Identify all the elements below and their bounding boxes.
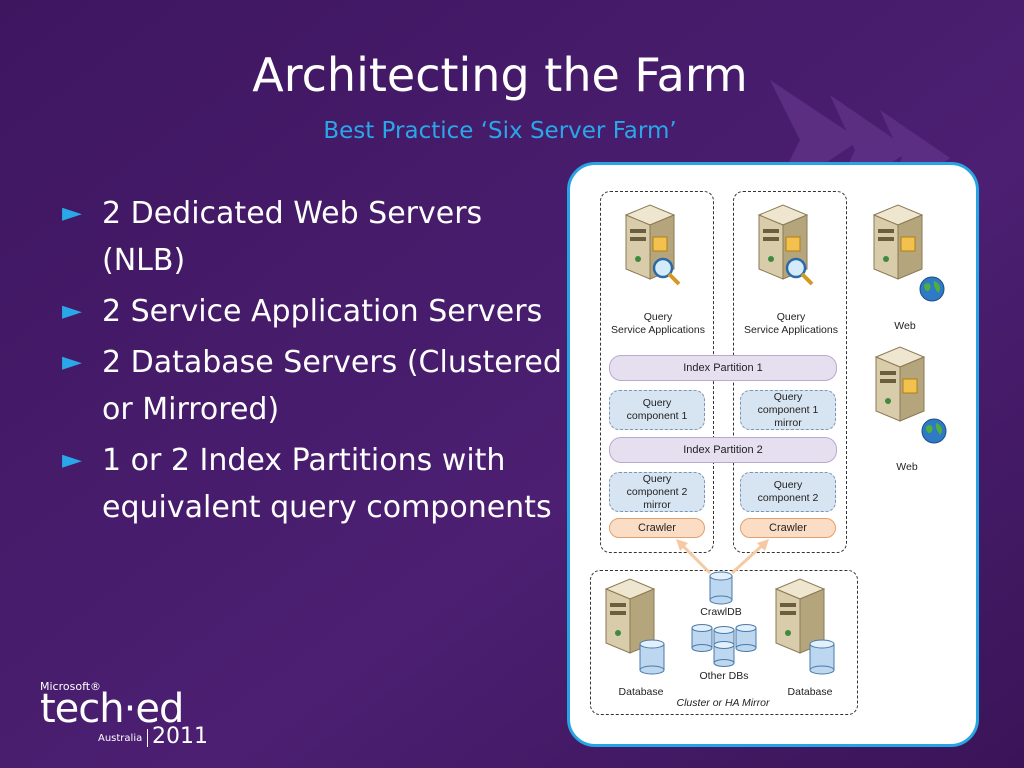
logo-year: 2011 bbox=[152, 724, 208, 749]
database-cylinder-icon bbox=[809, 639, 835, 675]
bullet-list: ► 2 Dedicated Web Servers (NLB) ► 2 Serv… bbox=[62, 190, 572, 535]
web-server-label: Web bbox=[894, 320, 916, 332]
slide-subtitle: Best Practice ‘Six Server Farm’ bbox=[323, 118, 677, 144]
index-partition-2: Index Partition 2 bbox=[609, 437, 837, 463]
query-component: Query component 2 mirror bbox=[609, 472, 705, 512]
architecture-diagram: Query Service Applications Query Service… bbox=[567, 162, 979, 747]
database-cluster-group bbox=[590, 570, 858, 715]
index-partition-1: Index Partition 1 bbox=[609, 355, 837, 381]
web-server-label: Web bbox=[896, 461, 918, 473]
bullet-item: ► 1 or 2 Index Partitions with equivalen… bbox=[62, 437, 572, 531]
query-component: Query component 2 bbox=[740, 472, 836, 512]
other-dbs-label: Other DBs bbox=[699, 670, 749, 682]
query-server-label: Query Service Applications bbox=[611, 311, 705, 336]
query-server-label: Query Service Applications bbox=[744, 311, 838, 336]
database-cylinder-icon bbox=[639, 639, 665, 675]
server-icon bbox=[872, 204, 924, 280]
globe-icon bbox=[919, 276, 945, 302]
database-label: Database bbox=[618, 686, 664, 698]
bullet-text: 2 Database Servers (Clustered or Mirrore… bbox=[102, 345, 562, 427]
query-component: Query component 1 bbox=[609, 390, 705, 430]
crawl-arrows bbox=[676, 539, 769, 575]
crawldb-label: CrawlDB bbox=[700, 606, 742, 618]
crawler-component: Crawler bbox=[740, 518, 836, 538]
query-component: Query component 1 mirror bbox=[740, 390, 836, 430]
logo-microsoft: Microsoft® bbox=[40, 680, 102, 693]
cluster-label: Cluster or HA Mirror bbox=[676, 697, 770, 709]
bullet-text: 2 Service Application Servers bbox=[102, 294, 543, 329]
arrow-bullet-icon: ► bbox=[62, 445, 82, 475]
globe-icon bbox=[921, 418, 947, 444]
arrow-bullet-icon: ► bbox=[62, 347, 82, 377]
bullet-item: ► 2 Database Servers (Clustered or Mirro… bbox=[62, 339, 572, 433]
server-icon bbox=[874, 346, 926, 422]
bullet-item: ► 2 Service Application Servers bbox=[62, 288, 572, 335]
slide-title: Architecting the Farm bbox=[252, 48, 748, 102]
database-label: Database bbox=[787, 686, 833, 698]
database-cylinder-icon bbox=[709, 571, 733, 605]
search-badge-icon bbox=[785, 257, 814, 286]
arrow-bullet-icon: ► bbox=[62, 198, 82, 228]
arrow-bullet-icon: ► bbox=[62, 296, 82, 326]
logo-teched: tech·ed bbox=[40, 686, 184, 732]
search-badge-icon bbox=[652, 257, 681, 286]
crawler-component: Crawler bbox=[609, 518, 705, 538]
bullet-text: 2 Dedicated Web Servers (NLB) bbox=[102, 196, 483, 278]
logo-region: Australia bbox=[98, 733, 143, 744]
bullet-text: 1 or 2 Index Partitions with equivalent … bbox=[102, 443, 552, 525]
logo-divider bbox=[147, 729, 148, 747]
database-cylinder-icon bbox=[691, 624, 757, 667]
server-icon bbox=[604, 578, 656, 654]
bullet-item: ► 2 Dedicated Web Servers (NLB) bbox=[62, 190, 572, 284]
